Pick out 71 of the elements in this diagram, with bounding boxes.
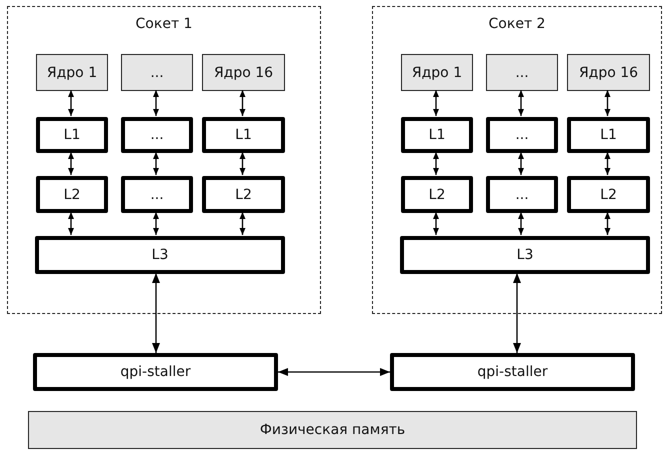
node-label: L1 <box>64 127 80 143</box>
core-box <box>36 54 108 91</box>
node-label: ... <box>515 127 529 143</box>
arrow <box>153 90 159 116</box>
cache-box <box>33 353 278 391</box>
node-label: L1 <box>235 127 252 143</box>
arrow <box>152 273 160 353</box>
arrow <box>240 212 246 235</box>
core-box <box>567 54 650 91</box>
socket-group <box>7 6 321 314</box>
core-box <box>121 54 193 91</box>
cache-box <box>567 176 650 213</box>
node-label: Ядро 16 <box>214 64 274 80</box>
socket-group <box>372 6 662 314</box>
arrow <box>518 212 524 235</box>
cache-box <box>202 176 285 213</box>
node-label: L1 <box>428 127 446 143</box>
cache-box <box>567 117 650 153</box>
arrow <box>604 90 610 116</box>
cache-box <box>36 117 108 153</box>
node-label: ... <box>150 186 164 202</box>
core-box <box>486 54 558 91</box>
cache-box <box>400 236 650 274</box>
memory-bar <box>28 411 637 449</box>
arrow <box>433 90 439 116</box>
node-label: Физическая память <box>260 422 406 438</box>
node-label: ... <box>515 64 529 80</box>
cache-box <box>202 117 285 153</box>
arrow <box>433 152 439 175</box>
arrow <box>68 212 74 235</box>
node-label: L3 <box>516 247 534 263</box>
arrow <box>68 90 74 116</box>
core-box <box>401 54 473 91</box>
node-label: L1 <box>600 127 617 143</box>
node-label: L2 <box>428 186 446 202</box>
cache-box <box>486 117 558 153</box>
node-label: ... <box>515 186 529 202</box>
arrow <box>433 212 439 235</box>
arrow <box>513 273 521 353</box>
cache-box <box>401 176 473 213</box>
arrow <box>604 212 610 235</box>
arrow <box>240 90 246 116</box>
node-label: ... <box>150 127 164 143</box>
arrow <box>240 152 246 175</box>
arrow <box>153 212 159 235</box>
arrow <box>278 368 390 376</box>
node-label: ... <box>150 64 164 80</box>
arrow <box>518 90 524 116</box>
node-label: L2 <box>235 186 252 202</box>
node-label: qpi-staller <box>477 364 548 380</box>
arrow <box>68 152 74 175</box>
cache-box <box>121 176 193 213</box>
cache-box <box>35 236 285 274</box>
group-title: Сокет 1 <box>136 16 192 32</box>
cache-box <box>390 353 635 391</box>
node-label: L2 <box>600 186 617 202</box>
node-label: L2 <box>64 186 80 202</box>
node-label: qpi-staller <box>120 364 191 380</box>
cache-box <box>486 176 558 213</box>
cache-box <box>401 117 473 153</box>
cache-box <box>36 176 108 213</box>
group-title: Сокет 2 <box>488 16 546 32</box>
node-label: Ядро 16 <box>578 64 638 80</box>
node-label: L3 <box>152 247 168 263</box>
arrow <box>153 152 159 175</box>
cache-box <box>121 117 193 153</box>
arrow <box>604 152 610 175</box>
core-box <box>202 54 285 91</box>
node-label: Ядро 1 <box>412 64 462 80</box>
node-label: Ядро 1 <box>46 64 98 80</box>
arrow <box>518 152 524 175</box>
